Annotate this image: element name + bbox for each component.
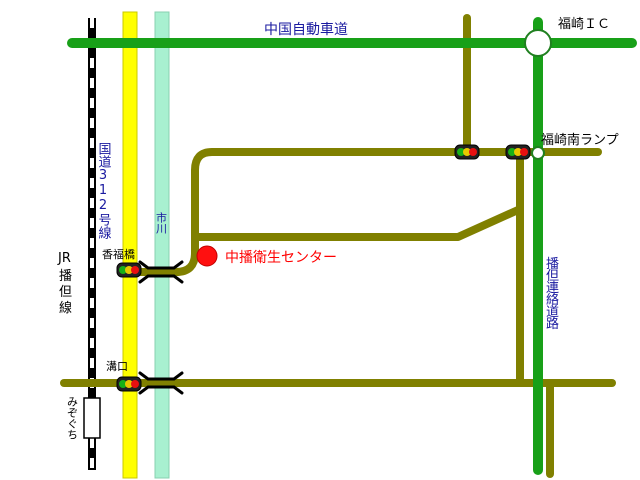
bantan-road-label: 播 但 連 絡 道 路 <box>546 257 559 332</box>
route312-label: 国道312号線 <box>96 142 112 239</box>
expressway-label: 中国自動車道 <box>264 21 348 38</box>
fukusaki-minami-ramp-label: 福崎南ランプ <box>541 132 619 148</box>
jr-line-label-char: JR <box>57 251 71 266</box>
bridge-icon <box>138 260 184 284</box>
traffic-light-icon <box>116 262 142 278</box>
jr-line-label-char: 播 <box>59 269 72 284</box>
ichikawa-river <box>154 11 170 479</box>
jr-line-label-char: 但 <box>59 285 72 300</box>
traffic-light-icon <box>454 144 480 160</box>
local-roads <box>60 14 616 478</box>
koufukubashi-label: 香福橋 <box>102 247 135 261</box>
traffic-light-icon <box>116 376 142 392</box>
fukusaki-ic-label: 福崎ＩＣ <box>558 17 610 32</box>
bantan-road-label-char: 但 <box>546 269 559 284</box>
jr-line-label: JR 播 但 線 <box>57 251 72 316</box>
bantan-road-label-char: 路 <box>546 316 559 332</box>
fukusaki-ic-interchange-circle-icon <box>524 29 552 57</box>
route312-road <box>122 11 138 479</box>
destination-marker-icon <box>196 245 218 267</box>
bantan-road-label-char: 道 <box>546 305 559 320</box>
fukusaki-minami-ramp-interchange-circle-icon <box>531 146 545 160</box>
station-label: みぞぐち <box>66 396 79 440</box>
destination-label: 中播衛生センター <box>225 250 337 266</box>
bantan-road-label-char: 連 <box>546 281 559 296</box>
traffic-light-icon <box>505 144 531 160</box>
station-icon <box>83 397 101 439</box>
bantan-road-label-char: 絡 <box>546 292 559 308</box>
bridge-icon <box>138 371 184 395</box>
jr-line-label-char: 線 <box>59 300 72 316</box>
bantan-road-label-char: 播 <box>546 257 559 272</box>
river-label: 市川 <box>155 211 168 234</box>
mizoguchi-crossing-label: 溝口 <box>106 360 128 373</box>
